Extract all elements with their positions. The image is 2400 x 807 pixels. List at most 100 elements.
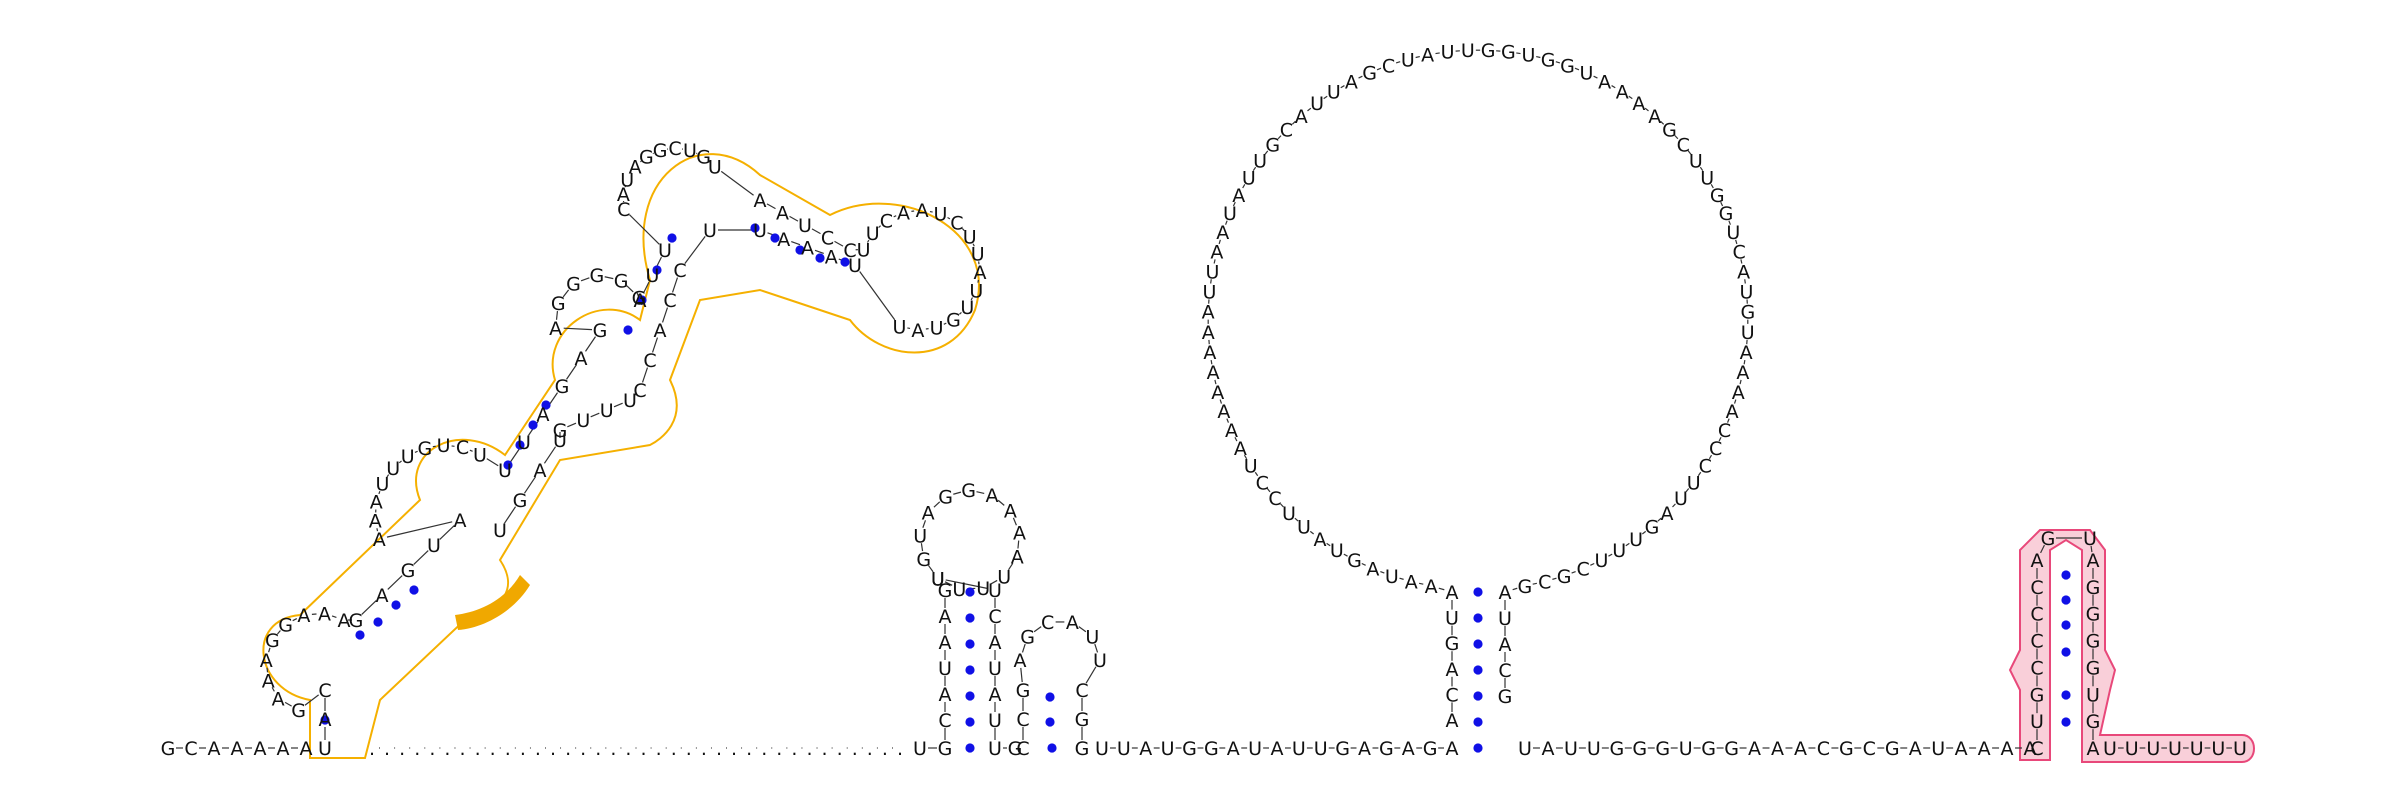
hairpin-1-base: U (437, 435, 451, 457)
backbone-segment (997, 499, 1005, 506)
hairpin-4-base: G (1662, 120, 1677, 142)
hairpin-1-base: C (456, 437, 469, 459)
hairpin-4-base: A (1202, 322, 1215, 344)
spacer-dot: . (384, 738, 390, 760)
hairpin-1-base: U (473, 444, 487, 466)
hairpin-4-base: C (1280, 120, 1293, 142)
base-pair-dot (652, 265, 662, 275)
backbone-segment (486, 458, 499, 467)
hairpin-4-base: U (1385, 566, 1399, 588)
hairpin-1-base: U (375, 474, 389, 496)
backbone-segment (866, 239, 870, 243)
hairpin-5-base: A (2031, 550, 2044, 572)
backbone-segment (1552, 577, 1557, 580)
backbone-segment (1710, 183, 1714, 189)
hairpin-4-base: G (1741, 302, 1756, 324)
base-pair-dot (2061, 620, 2071, 630)
backbone-segment (1743, 359, 1746, 365)
hairpin-1-base: A (537, 404, 550, 426)
hairpin-2-base: U (938, 658, 952, 680)
linker-2-base: A (1748, 738, 1761, 760)
hairpin-2-base: U (988, 710, 1002, 732)
backbone-segment (1323, 95, 1328, 100)
hairpin-4-base: A (1598, 72, 1611, 94)
hairpin-4-base: A (1726, 401, 1739, 423)
backbone-segment (1294, 517, 1299, 522)
backbone-segment (1033, 626, 1042, 633)
hairpin-1-base: G (265, 630, 280, 652)
backbone-segment (361, 600, 377, 615)
hairpin-4-base: U (1687, 472, 1701, 494)
backbone-segment (708, 160, 710, 163)
hairpin-3-base: C (1075, 680, 1088, 702)
backbone-segment (1094, 643, 1099, 653)
base-pair-dot (409, 585, 419, 595)
base-pair-dot (965, 743, 975, 753)
hairpin-1-base: G (349, 610, 364, 632)
backbone-segment (1644, 107, 1649, 112)
backbone-segment (1017, 540, 1020, 549)
hairpin-4-base: U (1461, 40, 1475, 62)
backbone-segment (555, 311, 559, 320)
hairpin-1-base: C (880, 210, 893, 232)
hairpin-1-filled-segment (455, 575, 530, 630)
hairpin-2-base: A (989, 632, 1002, 654)
hairpin-1-highlight-outline (262, 153, 980, 759)
linker-2-base: A (1978, 738, 1991, 760)
hairpin-4-base: U (1579, 63, 1593, 85)
hairpin-2-base: U (988, 738, 1002, 760)
hairpin-4-base: U (1595, 550, 1609, 572)
hairpin-1-base: U (401, 446, 415, 468)
hairpin-2-base: U (952, 579, 966, 601)
linker-2-base: C (1817, 738, 1830, 760)
backbone-segment (580, 277, 590, 282)
hairpin-1-base: A (825, 246, 838, 268)
hairpin-1-base: G (278, 614, 293, 636)
backbone-segment (766, 203, 776, 210)
hairpin-1-base: A (318, 603, 331, 625)
spacer-dot: . (490, 738, 496, 760)
hairpin-1-base: G (593, 320, 608, 342)
spacer-dot: . (882, 738, 888, 760)
backbone-segment (2090, 545, 2093, 553)
linker-1-base: G (1182, 738, 1197, 760)
linker-1-base: G (1423, 738, 1438, 760)
spacer-dot: . (580, 738, 586, 760)
spacer-dot: . (822, 738, 828, 760)
hairpin-1-base: G (653, 140, 668, 162)
backbone-segment (945, 579, 988, 589)
hairpin-3-base: C (1016, 709, 1029, 731)
hairpin-2-base: G (938, 738, 953, 760)
tail-5prime-base: A (208, 738, 221, 760)
backbone-segment (1376, 67, 1382, 71)
hairpin-1-base: U (960, 297, 974, 319)
linker-2-base: U (1518, 738, 1532, 760)
hairpin-5-base: G (2086, 604, 2101, 626)
linker-1-base: A (1446, 738, 1459, 760)
backbone-segment (2040, 544, 2045, 554)
backbone-segment (1020, 667, 1023, 683)
hairpin-5-base: G (2086, 577, 2101, 599)
backbone-segment (947, 216, 951, 220)
spacer-dot: . (641, 738, 647, 760)
spacer-dot: . (444, 738, 450, 760)
backbone-segment (567, 422, 577, 428)
base-pair-dot (667, 233, 677, 243)
hairpin-1-base: A (534, 460, 547, 482)
hairpin-4-base: A (1661, 503, 1674, 525)
hairpin-2-base: A (939, 606, 952, 628)
base-pair-dot (1473, 639, 1483, 649)
backbone-segment (643, 281, 650, 294)
base-pair-dot (965, 717, 975, 727)
hairpin-4-base: A (1732, 382, 1745, 404)
spacer-dot: . (686, 738, 692, 760)
backbone-segment (1395, 61, 1401, 64)
hairpin-4-base: A (1225, 420, 1238, 442)
backbone-segment (1574, 67, 1580, 71)
base-pair-dot (1473, 691, 1483, 701)
hairpin-1-base: A (973, 262, 986, 284)
backbone-segment (1726, 418, 1730, 423)
linker-1-base: A (1227, 738, 1240, 760)
base-pair-dot (1045, 717, 1055, 727)
hairpin-4-base: U (1330, 540, 1344, 562)
